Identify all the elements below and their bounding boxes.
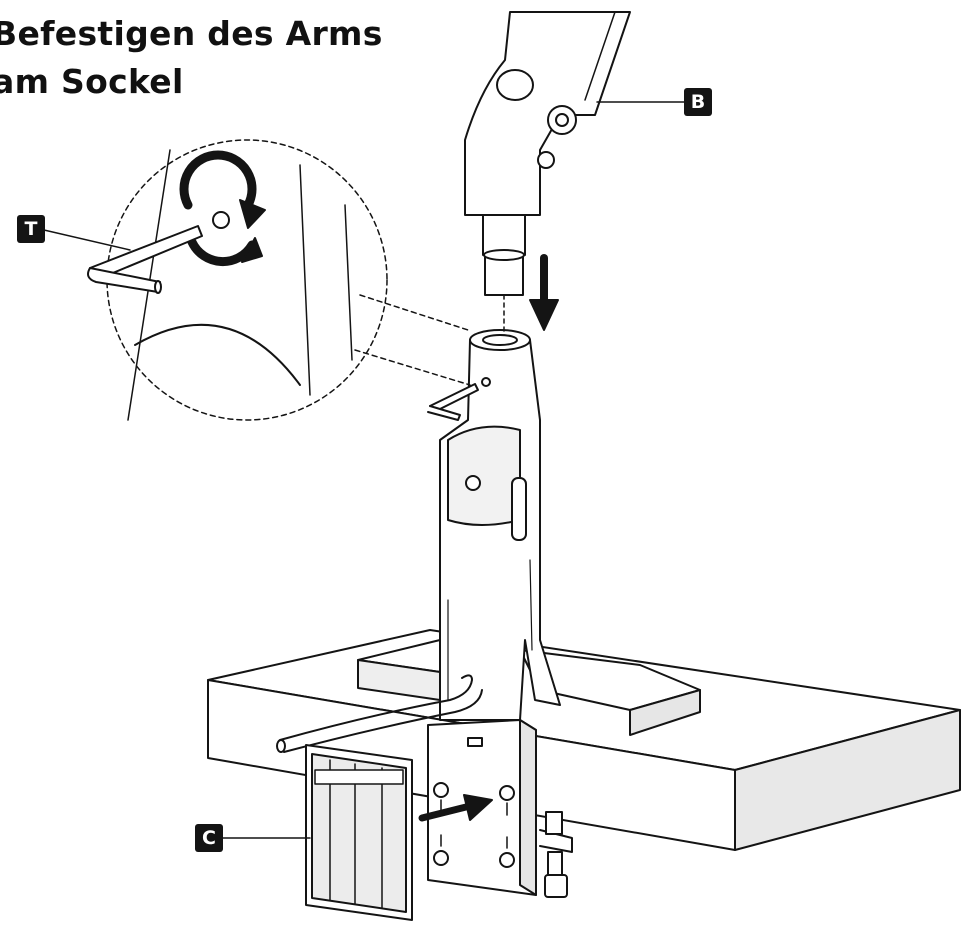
hex-key-small — [427, 377, 491, 421]
callout-b: B — [684, 88, 712, 116]
insert-arrow — [418, 794, 493, 822]
detail-circle — [87, 139, 471, 421]
clamp-screw — [539, 811, 573, 898]
page-title: Befestigen des Arms am Sockel — [0, 10, 383, 106]
title-line-2: am Sockel — [0, 62, 184, 101]
title-line-1: Befestigen des Arms — [0, 14, 383, 53]
cables — [276, 674, 483, 753]
cable-cover — [305, 744, 413, 921]
callout-c: C — [195, 824, 223, 852]
mount-post — [439, 329, 561, 721]
leader-t — [43, 229, 131, 251]
down-arrow — [529, 254, 559, 331]
callout-t: T — [17, 215, 45, 243]
monitor-arm — [464, 11, 631, 296]
